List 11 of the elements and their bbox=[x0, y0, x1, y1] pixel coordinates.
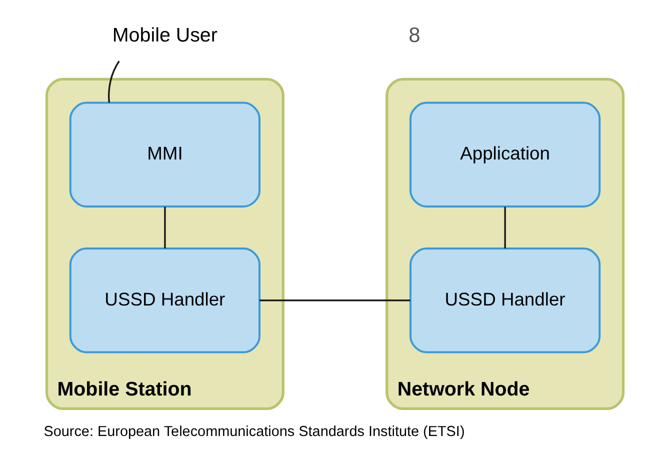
connector bbox=[259, 300, 410, 302]
node-text: Mobile User bbox=[112, 24, 217, 47]
node-box: USSD Handler bbox=[68, 248, 260, 354]
node-box: USSD Handler bbox=[409, 248, 600, 354]
caption: Source: European Telecommunications Standards Institute (ETSI) bbox=[43, 424, 464, 440]
connector bbox=[107, 60, 120, 103]
node-box: MMI bbox=[68, 102, 260, 208]
node-box: Application bbox=[409, 102, 600, 208]
connector bbox=[164, 206, 166, 248]
label: 8 bbox=[408, 24, 420, 48]
connector bbox=[504, 206, 506, 248]
